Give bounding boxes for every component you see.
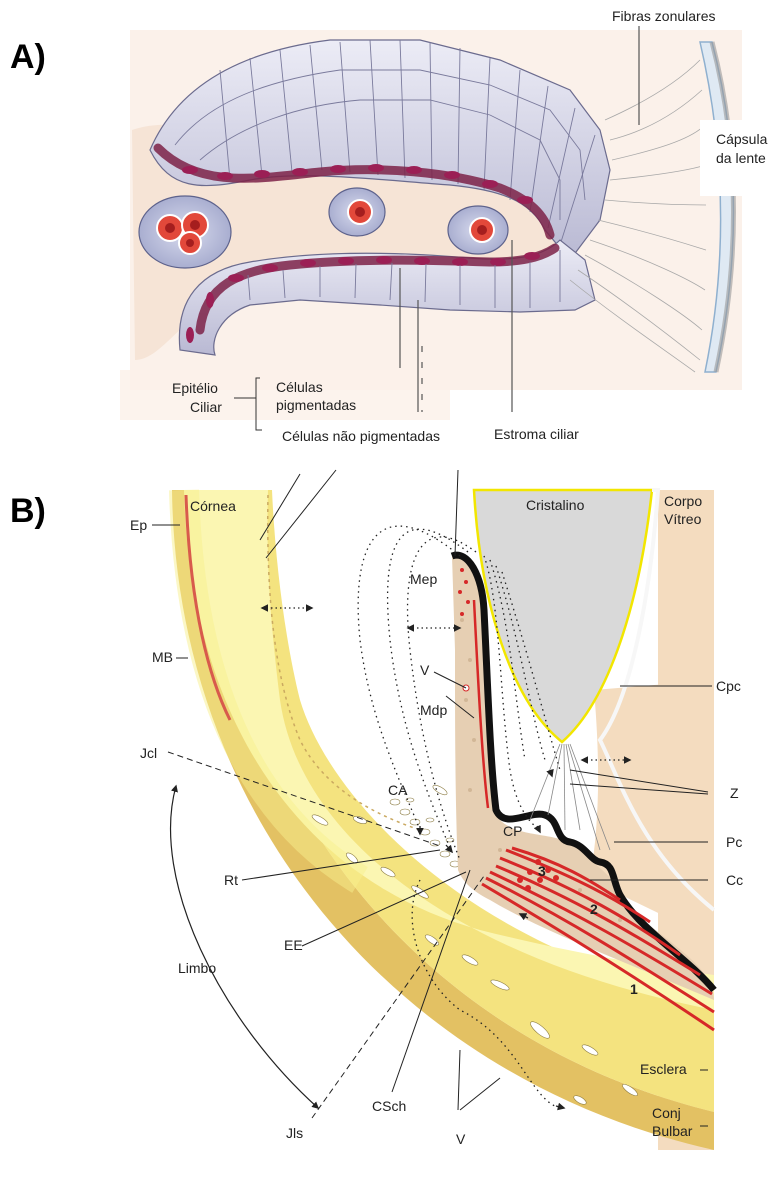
label-jls: Jls — [286, 1125, 303, 1141]
label-z: Z — [730, 785, 739, 801]
label-ciliary-epithelium-1: Epitélio — [172, 380, 218, 396]
label-vitreous-1: Corpo — [664, 493, 702, 509]
label-cp: CP — [503, 823, 522, 839]
flow-arrow-cp-1 — [537, 826, 540, 832]
label-pc: Pc — [726, 834, 742, 850]
label-number-2: 2 — [590, 901, 598, 917]
label-vitreous-2: Vítreo — [664, 511, 702, 527]
label-pigmented-cells-1: Células — [276, 379, 323, 395]
stroma-vessel-middle — [329, 188, 385, 236]
panel-b-letter: B) — [10, 492, 46, 530]
label-ca: CA — [388, 782, 408, 798]
label-conj-2: Bulbar — [652, 1123, 693, 1139]
label-mb: MB — [152, 649, 173, 665]
panel-a-letter: A) — [10, 38, 46, 76]
flow-arrow-cp-2 — [550, 770, 552, 776]
label-zonular-fibers: Fibras zonulares — [612, 8, 716, 24]
label-rt: Rt — [224, 872, 238, 888]
label-ep: Ep — [130, 517, 147, 533]
label-conj-1: Conj — [652, 1105, 681, 1121]
label-lens-capsule-2: da lente — [716, 150, 766, 166]
label-number-1: 1 — [630, 981, 638, 997]
label-crystalline: Cristalino — [526, 497, 585, 513]
panel-b: B) — [10, 470, 743, 1150]
label-v-iris: V — [420, 662, 430, 678]
label-esclera: Esclera — [640, 1061, 687, 1077]
label-mdp: Mdp — [420, 702, 447, 718]
label-pigmented-cells-2: pigmentadas — [276, 397, 356, 413]
label-number-3: 3 — [538, 863, 546, 879]
label-cc: Cc — [726, 872, 743, 888]
label-cpc: Cpc — [716, 678, 741, 694]
label-ciliary-stroma: Estroma ciliar — [494, 426, 579, 442]
flow-arrow-exit — [556, 1106, 564, 1108]
label-mep: Mep — [410, 571, 437, 587]
label-non-pigmented-cells: Células não pigmentadas — [282, 428, 440, 444]
panel-a: A) — [10, 0, 781, 444]
label-v-bottom: V — [456, 1131, 466, 1147]
label-lens-capsule-1: Cápsula — [716, 131, 768, 147]
label-jcl: Jcl — [140, 745, 157, 761]
label-csch: CSch — [372, 1098, 406, 1114]
stroma-vessel-left — [139, 196, 231, 268]
stroma-vessel-right — [448, 206, 508, 254]
label-ee: EE — [284, 937, 303, 953]
label-ciliary-epithelium-2: Ciliar — [190, 399, 222, 415]
label-cornea: Córnea — [190, 498, 236, 514]
label-limbo: Limbo — [178, 960, 216, 976]
